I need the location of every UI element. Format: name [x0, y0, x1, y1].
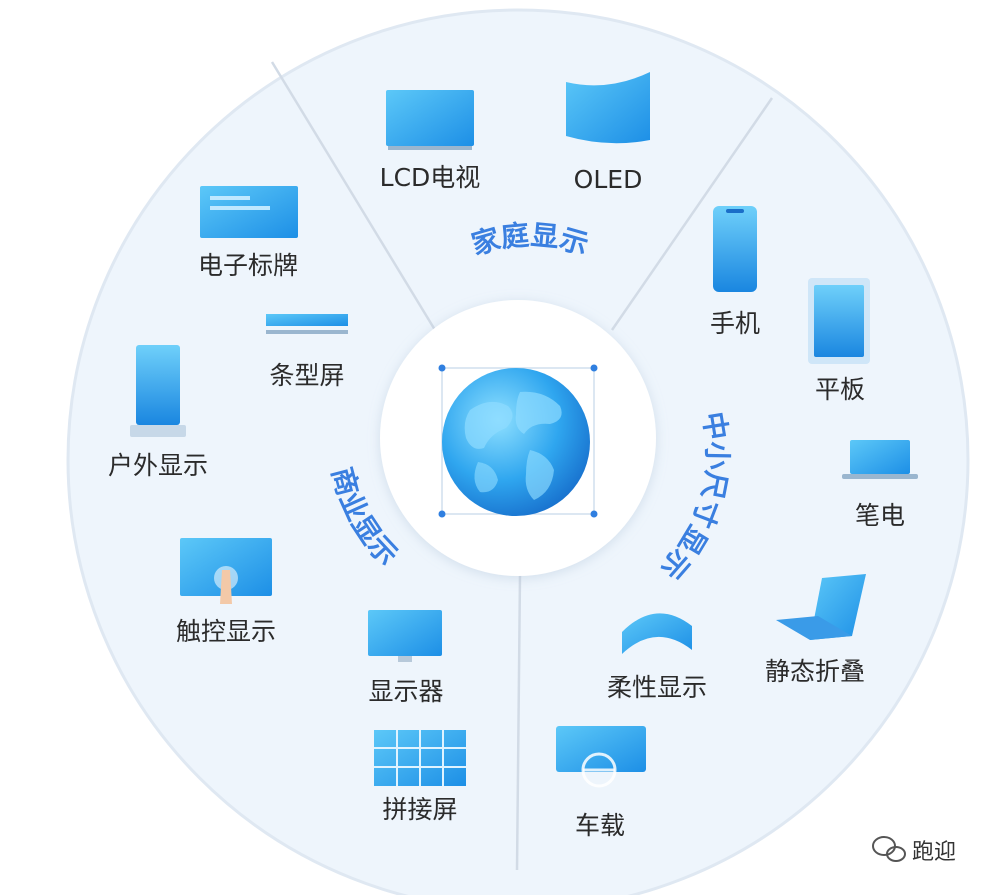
item-outdoor-display: 户外显示: [108, 345, 208, 480]
item-phone: 手机: [710, 206, 760, 338]
item-static-foldable: 静态折叠: [765, 574, 866, 686]
video-wall-icon: [374, 730, 466, 786]
item-lcd-tv: LCD电视: [380, 90, 481, 192]
item-label: 显示器: [368, 677, 443, 706]
watermark: 跑迎: [872, 836, 956, 865]
item-tablet: 平板: [808, 278, 870, 404]
item-monitor: 显示器: [368, 610, 444, 706]
item-bar-display: 条型屏: [266, 314, 348, 390]
divider-line: [515, 574, 522, 871]
wechat-icon: [872, 836, 906, 862]
oled-curved-tv-icon: [566, 72, 650, 144]
monitor-icon: [368, 610, 442, 662]
item-touch-display: 触控显示: [176, 538, 276, 646]
car-display-icon: [556, 726, 646, 788]
item-vehicle: 车载: [556, 726, 646, 840]
item-label: 户外显示: [108, 451, 208, 480]
item-flexible-display: 柔性显示: [607, 613, 707, 702]
item-label: OLED: [574, 165, 643, 194]
divider-line: [270, 61, 437, 331]
foldable-device-icon: [776, 574, 866, 640]
item-digital-signage: 电子标牌: [198, 186, 298, 280]
divider-line: [610, 97, 774, 331]
digital-signage-icon: [200, 186, 298, 238]
tablet-icon: [808, 278, 870, 364]
bar-display-icon: [266, 314, 348, 334]
touch-screen-icon: [180, 538, 272, 604]
phone-icon: [713, 206, 757, 292]
item-video-wall: 拼接屏: [374, 730, 466, 824]
laptop-icon: [842, 440, 918, 479]
item-label: 车载: [575, 811, 625, 840]
item-oled: OLED: [566, 72, 650, 194]
item-label: 静态折叠: [765, 657, 865, 686]
item-label: 柔性显示: [607, 673, 707, 702]
flexible-display-icon: [622, 613, 692, 654]
item-label: 手机: [710, 309, 760, 338]
lcd-tv-icon: [386, 90, 474, 150]
item-label: 拼接屏: [382, 795, 457, 824]
globe-icon: [438, 364, 598, 518]
item-label: LCD电视: [380, 163, 481, 192]
item-label: 触控显示: [176, 617, 276, 646]
item-label: 条型屏: [269, 361, 344, 390]
item-label: 平板: [815, 375, 865, 404]
outdoor-kiosk-icon: [130, 345, 186, 437]
watermark-text: 跑迎: [912, 840, 956, 865]
item-label: 笔电: [855, 501, 905, 530]
item-label: 电子标牌: [198, 251, 298, 280]
item-laptop: 笔电: [842, 440, 918, 530]
